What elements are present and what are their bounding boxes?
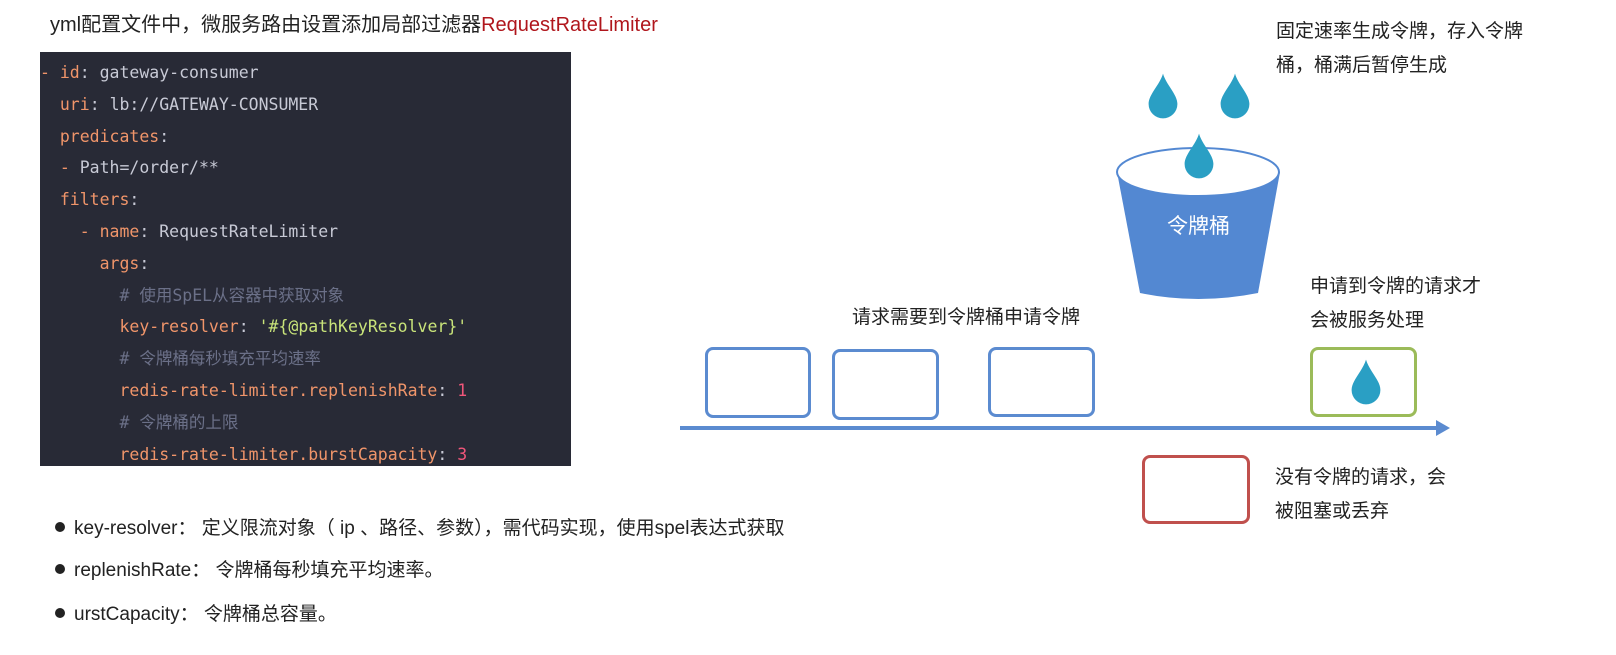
note-line: 固定速率生成令牌，存入令牌 [1276,21,1524,42]
code-key: filters [59,190,130,210]
request-box [988,347,1095,417]
code-line: # 令牌桶每秒填充平均速率 [40,343,571,375]
code-key: redis-rate-limiter.replenishRate [119,380,438,400]
code-value: '#{@pathKeyResolver}' [258,317,468,337]
code-dash: - [59,158,80,178]
request-box [832,349,939,420]
code-key: name [99,221,140,241]
bullet-text: key-resolver： 定义限流对象（ ip 、路径、参数），需代码实现，使… [74,518,785,539]
title-highlight: RequestRateLimiter [481,14,658,36]
code-separator: : [437,444,458,464]
code-value: lb://GATEWAY-CONSUMER [109,94,319,114]
code-separator: : [159,126,170,146]
code-separator: : [129,190,140,210]
code-value: gateway-consumer [99,63,259,82]
code-value: 3 [457,444,468,464]
code-separator: : [79,63,100,82]
bullet-key-resolver: key-resolver： 定义限流对象（ ip 、路径、参数），需代码实现，使… [55,513,784,540]
code-line: redis-rate-limiter.replenishRate: 1 [40,375,571,407]
code-key: predicates [59,126,160,146]
arrow-head-icon [1436,420,1450,436]
note-line: 会被服务处理 [1310,310,1425,331]
code-line: redis-rate-limiter.burstCapacity: 3 [40,439,571,471]
code-key: args [99,253,140,273]
yaml-code-block: - id: gateway-consumer uri: lb://GATEWAY… [40,52,571,466]
code-separator: : [139,221,160,241]
code-key: key-resolver [119,317,239,337]
bucket-label: 令牌桶 [1167,215,1230,238]
code-separator: : [437,380,458,400]
note-line: 申请到令牌的请求才 [1310,276,1482,297]
bullet-icon [55,521,65,532]
code-line: # 令牌桶的上限 [40,407,571,439]
blocked-request-box [1142,455,1250,524]
code-key: id [59,63,80,82]
code-separator: : [89,94,110,114]
code-line: key-resolver: '#{@pathKeyResolver}' [40,311,571,343]
code-value: RequestRateLimiter [159,221,339,241]
code-line: args: [40,248,571,280]
code-line: predicates: [40,121,571,153]
blocked-note: 没有令牌的请求，会被阻塞或丢弃 [1275,461,1446,529]
token-drop-icon [1184,133,1214,179]
code-value: 1 [457,380,468,400]
code-dash: - [79,221,100,241]
code-key: uri [59,94,90,114]
bullet-text: replenishRate： 令牌桶每秒填充平均速率。 [74,560,444,581]
bullet-burst-capacity: urstCapacity： 令牌桶总容量。 [55,599,337,626]
title-text: yml配置文件中，微服务路由设置添加局部过滤器 [50,14,482,36]
code-value: # 使用SpEL从容器中获取对象 [119,285,345,305]
bullet-icon [55,607,65,618]
code-separator: : [238,317,259,337]
code-line: uri: lb://GATEWAY-CONSUMER [40,89,571,121]
note-line: 桶，桶满后暂停生成 [1276,55,1448,76]
served-request-box [1310,347,1417,417]
note-line: 被阻塞或丢弃 [1275,501,1390,522]
slide-title: yml配置文件中，微服务路由设置添加局部过滤器RequestRateLimite… [50,8,658,37]
code-value: Path=/order/** [79,158,219,178]
code-dash: - [40,63,60,82]
code-line: filters: [40,184,571,216]
code-key: redis-rate-limiter.burstCapacity [119,444,438,464]
code-separator: : [139,253,150,273]
code-line: - Path=/order/** [40,152,571,184]
generate-note: 固定速率生成令牌，存入令牌桶，桶满后暂停生成 [1276,15,1523,83]
bucket-body [1117,172,1280,299]
token-drop-icon [1220,73,1250,119]
request-box [705,347,811,418]
code-line: # 使用SpEL从容器中获取对象 [40,280,571,312]
token-drop-icon [1148,73,1178,119]
code-value: # 令牌桶的上限 [119,412,239,432]
code-line: - id: gateway-consumer [40,57,571,89]
note-line: 没有令牌的请求，会 [1275,467,1447,488]
code-line: - name: RequestRateLimiter [40,216,571,248]
code-value: # 令牌桶每秒填充平均速率 [119,349,321,369]
bullet-replenish-rate: replenishRate： 令牌桶每秒填充平均速率。 [55,555,444,582]
bullet-icon [55,563,65,574]
served-note: 申请到令牌的请求才会被服务处理 [1310,270,1481,338]
request-note: 请求需要到令牌桶申请令牌 [852,307,1081,328]
bullet-text: urstCapacity： 令牌桶总容量。 [74,604,337,625]
